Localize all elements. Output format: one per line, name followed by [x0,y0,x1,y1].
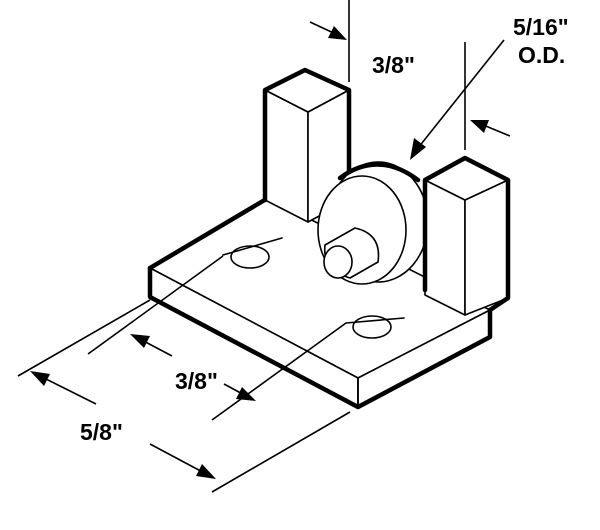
arrowhead [328,26,347,40]
arrowhead [236,387,256,401]
plate-width-dimension: 5/8" [17,299,351,493]
axle [323,227,380,279]
extension-line [211,322,347,421]
post-spacing-dimension: 3/8" [309,0,511,150]
hole-spacing-label: 3/8" [175,368,218,394]
right-post-side-face [464,179,509,316]
arrowhead [130,334,150,348]
roller-diameter-note-label: O.D. [518,42,565,68]
plate-width-label: 5/8" [80,419,123,445]
base-plate [147,195,493,410]
roller-diameter-dimension: 5/16" O.D. [410,14,569,160]
roller-diameter-value-label: 5/16" [513,14,569,40]
mounting-hole-left [230,245,270,269]
right-post-front-face [424,179,466,316]
axle-end [323,245,353,279]
extension-line [211,411,351,493]
arrowhead [30,371,50,386]
hole-spacing-dimension: 3/8" [87,255,347,421]
arrowhead [410,138,426,160]
arrowhead [470,120,489,133]
right-post [422,155,511,316]
post-spacing-label: 3/8" [372,52,415,78]
extension-line [17,299,151,377]
arrowhead [196,464,216,479]
left-post-front-face [264,89,309,223]
leader-line [417,39,505,149]
extension-line [87,255,224,355]
mounting-holes [222,237,405,339]
